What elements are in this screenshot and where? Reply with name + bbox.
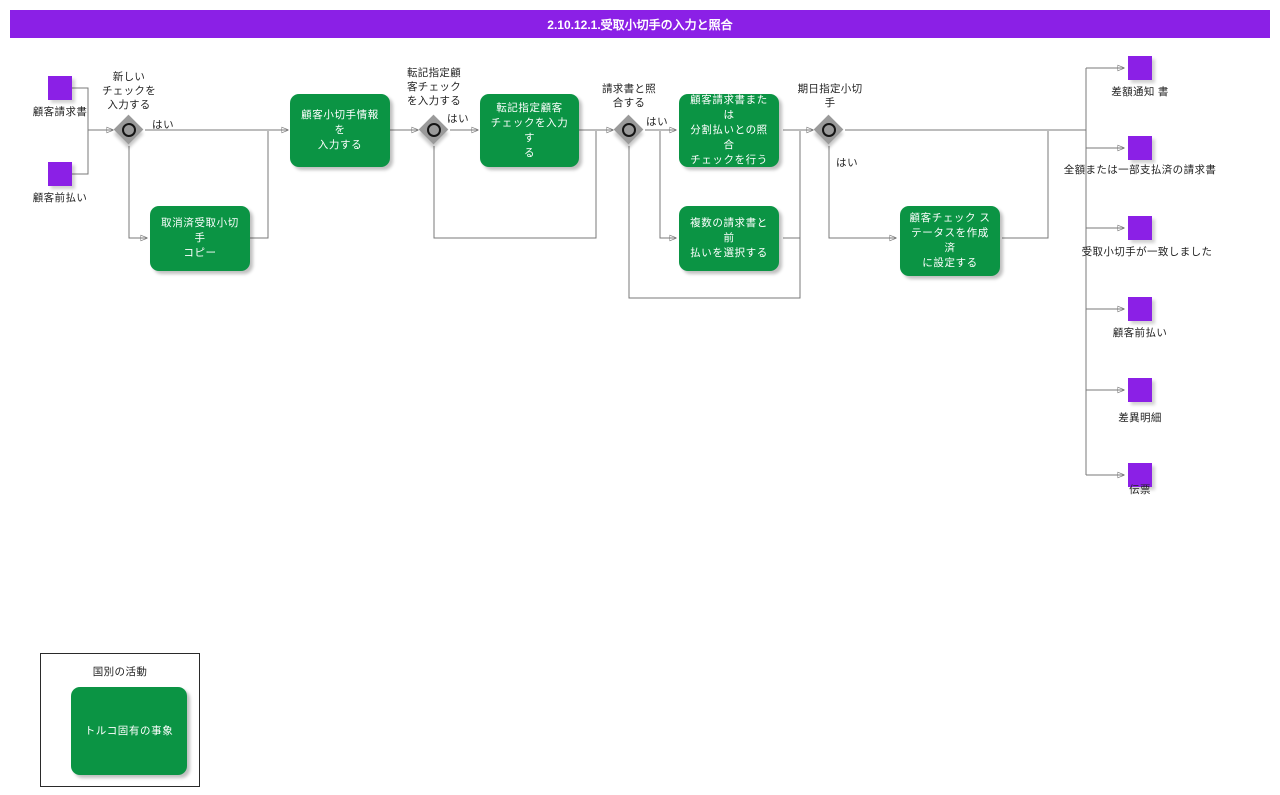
task-match-check-against-invoice-line2: 分割払いとの照合 [690, 125, 768, 151]
task-set-customer-check-status[interactable]: 顧客チェック ス テータスを作成済 に設定する [900, 206, 1000, 276]
gateway-postdated-check[interactable] [813, 114, 844, 145]
gateway-match-invoice[interactable] [613, 114, 644, 145]
task-cancelled-check-copy-line1: 取消済受取小切手 [161, 218, 239, 244]
data-object-paid-invoice[interactable] [1128, 136, 1152, 160]
task-enter-posting-designated-check-line3: る [523, 147, 536, 159]
gateway-postdated-check-label: 期日指定小切 手 [784, 83, 876, 111]
data-object-check-matched[interactable] [1128, 216, 1152, 240]
gateway-match-invoice-label-line2: 合する [612, 98, 646, 109]
gateway-event-circle-icon [427, 123, 441, 137]
gateway-postdated-check-label-line2: 手 [824, 98, 836, 109]
flow-label-yes-posting-check: はい [447, 114, 470, 125]
task-set-customer-check-status-line3: に設定する [922, 258, 978, 269]
task-select-multiple-invoices-line2: 払いを選択する [690, 248, 768, 259]
gateway-event-circle-icon [822, 123, 836, 137]
gateway-new-check-label-line2: チェックを [102, 86, 156, 97]
task-enter-posting-designated-check-line2: チェックを入力す [490, 117, 569, 144]
legend-panel: 国別の活動 トルコ固有の事象 [40, 653, 200, 787]
wire-gw3-second [659, 131, 676, 238]
gateway-posting-check-label: 転記指定顧 客チェック を入力する [389, 67, 479, 109]
data-object-check-matched-label: 受取小切手が一致しました [1081, 247, 1213, 258]
flow-label-yes-postdated-check: はい [836, 158, 859, 169]
data-object-customer-invoice-label: 顧客請求書 [32, 107, 88, 118]
data-object-customer-prepayment[interactable] [48, 162, 72, 186]
wire-prepay-to-gw1 [72, 130, 89, 175]
gateway-match-invoice-label: 請求書と照 合する [584, 83, 674, 111]
gateway-new-check-label-line1: 新しい [112, 72, 146, 83]
task-cancelled-check-copy-line2: コピー [183, 248, 217, 259]
gateway-event-circle-icon [122, 123, 136, 137]
page-title: 2.10.12.1.受取小切手の入力と照合 [547, 17, 733, 32]
gateway-posting-check-label-line2: 客チェック [407, 82, 461, 93]
gateway-postdated-check-label-line1: 期日指定小切 [797, 84, 863, 95]
legend-title: 国別の活動 [92, 667, 148, 678]
task-cancelled-check-copy[interactable]: 取消済受取小切手 コピー [150, 206, 250, 271]
task-enter-posting-designated-check-line1: 転記指定顧客 [496, 102, 563, 114]
legend-item-country-specific-label: トルコ固有の事象 [84, 725, 174, 737]
flow-label-yes-new-check: はい [152, 120, 175, 131]
task-enter-customer-check-info[interactable]: 顧客小切手情報を 入力する [290, 94, 390, 167]
gateway-posting-check-label-line1: 転記指定顧 [407, 68, 461, 79]
legend-item-country-specific[interactable]: トルコ固有の事象 [71, 687, 187, 775]
gateway-posting-check-label-line3: を入力する [407, 96, 461, 107]
wire-copy-rejoin [250, 131, 269, 239]
gateway-event-circle-icon [622, 123, 636, 137]
data-object-voucher-label: 伝票 [1129, 485, 1151, 496]
data-object-customer-invoice[interactable] [48, 76, 72, 100]
wire-gw1-no [128, 146, 147, 238]
task-match-check-against-invoice-line1: 顧客請求書または [690, 95, 768, 121]
gateway-new-check[interactable] [113, 114, 144, 145]
task-enter-customer-check-info-line2: 入力する [317, 140, 363, 151]
gateway-new-check-label-line3: 入力する [107, 100, 151, 111]
data-object-voucher[interactable] [1128, 463, 1152, 487]
data-object-customer-prepayment-out[interactable] [1128, 297, 1152, 321]
flow-label-yes-match-invoice: はい [646, 117, 669, 128]
gateway-posting-check[interactable] [418, 114, 449, 145]
data-object-variance-detail[interactable] [1128, 378, 1152, 402]
data-object-customer-prepayment-out-label: 顧客前払い [1112, 328, 1168, 339]
page-title-bar: 2.10.12.1.受取小切手の入力と照合 [10, 10, 1270, 38]
data-object-variance-detail-label: 差異明細 [1118, 413, 1162, 424]
task-match-check-against-invoice-line3: チェックを行う [690, 155, 768, 166]
gateway-new-check-label: 新しい チェックを 入力する [84, 71, 174, 113]
wire-status-rejoin [1002, 131, 1049, 239]
task-enter-customer-check-info-line1: 顧客小切手情報を [301, 110, 379, 136]
task-set-customer-check-status-line1: 顧客チェック ス [909, 213, 991, 224]
data-object-customer-prepayment-label: 顧客前払い [32, 193, 88, 204]
gateway-match-invoice-label-line1: 請求書と照 [602, 84, 656, 95]
data-object-paid-invoice-label: 全額または一部支払済の請求書 [1063, 165, 1217, 176]
task-select-multiple-invoices-line1: 複数の請求書と前 [690, 218, 768, 244]
task-match-check-against-invoice[interactable]: 顧客請求書または 分割払いとの照合 チェックを行う [679, 94, 779, 167]
task-set-customer-check-status-line2: テータスを作成済 [911, 228, 989, 254]
task-select-multiple-invoices[interactable]: 複数の請求書と前 払いを選択する [679, 206, 779, 271]
task-enter-posting-designated-check[interactable]: 転記指定顧客 チェックを入力す る [480, 94, 579, 167]
data-object-difference-notice-label: 差額通知 書 [1111, 87, 1169, 98]
data-object-difference-notice[interactable] [1128, 56, 1152, 80]
